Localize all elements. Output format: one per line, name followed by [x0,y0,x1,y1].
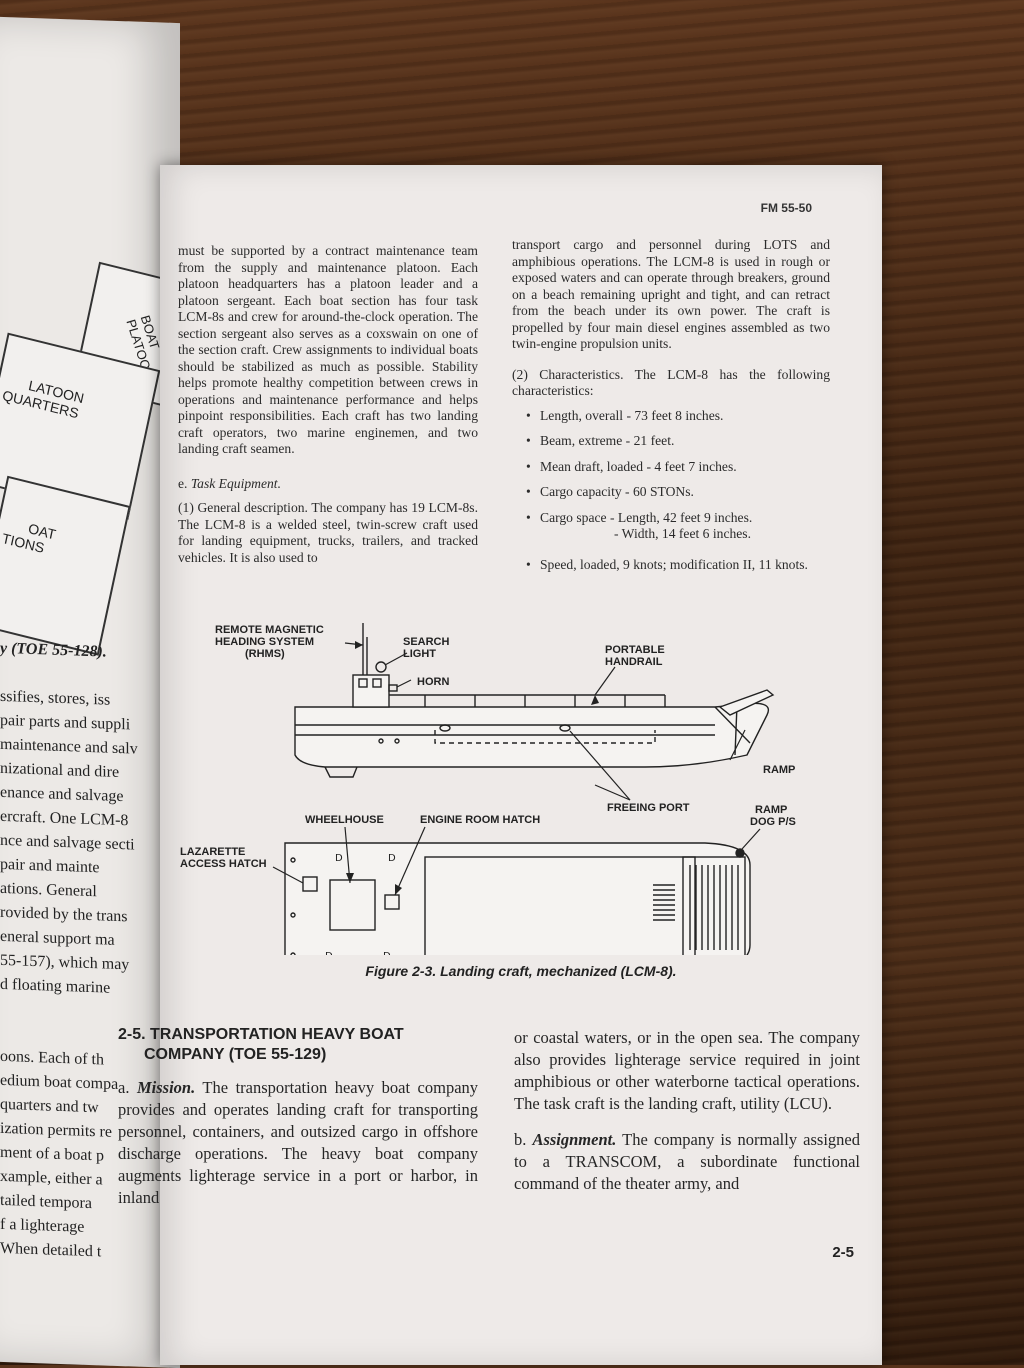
manual-page: FM 55-50 must be supported by a contract… [118,165,882,1365]
plan-view [284,842,751,955]
paragraph-label: b. [514,1130,527,1149]
running-header: FM 55-50 [760,201,812,215]
paragraph-title: Mission. [136,1078,196,1097]
plan-mark: D [335,853,343,864]
callout-leaders [344,642,746,801]
cargo-space-width: - Width, 14 feet 6 inches. [614,526,751,541]
paragraph: or coastal waters, or in the open sea. T… [514,1028,860,1113]
subsection-e-heading: e. Task Equipment. [178,476,478,493]
label-handrail: PORTABLE [605,644,665,656]
list-item-cargo-space: Cargo space - Length, 42 feet 9 inches. … [526,510,830,543]
list-item: Cargo capacity - 60 STONs. [526,484,830,501]
paragraph-mission: a. Mission. The transportation heavy boa… [118,1077,478,1209]
cargo-space-length: Cargo space - Length, 42 feet 9 inches. [540,509,753,525]
paragraph-assignment: b. Assignment. The company is normally a… [514,1129,860,1195]
paragraph-text: The transportation heavy boat company pr… [118,1078,479,1207]
list-item: Speed, loaded, 9 knots; modification II,… [526,557,830,574]
list-item: Beam, extreme - 21 feet. [526,433,830,450]
label-engine-room-hatch: ENGINE ROOM HATCH [420,814,540,826]
paragraph-text: The company is normally assigned to a TR… [514,1130,860,1193]
label-rhms: HEADING SYSTEM [215,636,314,648]
plan-mark: D [325,951,333,955]
org-box-label: OAT TIONS [0,520,58,556]
paragraph: transport cargo and personnel during LOT… [512,237,830,351]
paragraph-title: Assignment. [532,1130,617,1149]
ramp-grating [689,865,739,950]
label-search-light: LIGHT [403,648,436,660]
list-item: Mean draft, loaded - 4 feet 7 inches. [526,459,830,476]
subsection-label: e. [178,475,188,491]
side-profile [294,623,775,778]
label-ramp-dog: RAMP [755,804,787,816]
section-title: 2-5. TRANSPORTATION HEAVY BOAT COMPANY (… [118,1025,478,1065]
section-2-5-column-2: or coastal waters, or in the open sea. T… [514,1027,860,1205]
section-title-line: 2-5. TRANSPORTATION HEAVY BOAT [118,1026,404,1043]
label-handrail: HANDRAIL [605,656,663,668]
section-title-line: COMPANY (TOE 55-129) [144,1046,327,1063]
text-column-1: must be supported by a contract maintena… [178,243,478,574]
label-lazarette: LAZARETTE [180,846,245,858]
section-2-5-column-1: 2-5. TRANSPORTATION HEAVY BOAT COMPANY (… [118,1025,478,1219]
paragraph: (1) General description. The company has… [178,500,478,565]
label-ramp: RAMP [763,764,795,776]
label-search-light: SEARCH [403,636,450,648]
label-lazarette: ACCESS HATCH [180,858,267,870]
label-rhms: (RHMS) [245,648,285,660]
org-box-label: LATOON QUARTERS [0,377,86,422]
left-page-line: When detailed t [0,1239,102,1261]
paragraph: (2) Characteristics. The LCM-8 has the f… [512,366,830,399]
label-rhms: REMOTE MAGNETIC [215,624,324,636]
text-column-2: transport cargo and personnel during LOT… [512,237,830,582]
page-number: 2-5 [832,1244,854,1261]
label-freeing-port: FREEING PORT [607,802,690,814]
paragraph-label: a. [118,1078,130,1097]
label-ramp-dog: DOG P/S [750,816,796,828]
figure-caption: Figure 2-3. Landing craft, mechanized (L… [365,963,677,979]
org-chart-fragment: BOAT PLATOONS LATOON QUARTERS OAT TIONS [0,261,180,656]
label-horn: HORN [417,676,449,688]
paragraph: must be supported by a contract maintena… [178,243,478,456]
hold-vents [653,884,675,921]
characteristics-list: Length, overall - 73 feet 8 inches. Beam… [512,408,830,574]
label-wheelhouse: WHEELHOUSE [305,814,384,826]
subsection-title: Task Equipment. [190,475,281,491]
lcm8-diagram: REMOTE MAGNETIC HEADING SYSTEM (RHMS) SE… [180,623,796,955]
list-item: Length, overall - 73 feet 8 inches. [526,408,830,425]
plan-mark: D [383,951,391,955]
plan-mark: D [388,853,396,864]
org-box-boat-operations: OAT TIONS [0,475,131,656]
